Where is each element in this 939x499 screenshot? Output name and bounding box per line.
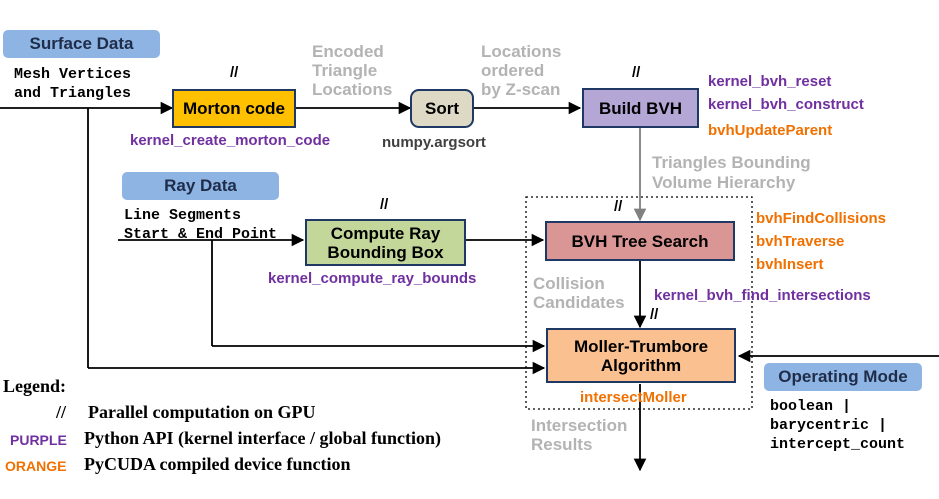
- fn-bvh-traverse: bvhTraverse: [756, 233, 845, 250]
- fn-bvh-insert: bvhInsert: [756, 256, 824, 273]
- morton-code-box: Morton code: [172, 89, 296, 128]
- ordered-label-3: by Z-scan: [481, 80, 561, 99]
- fn-intersect-moller: intersectMoller: [580, 389, 687, 406]
- fn-bvh-update-parent: bvhUpdateParent: [708, 122, 833, 139]
- compute-ray-bounds-box: Compute Ray Bounding Box: [305, 219, 466, 266]
- mesh-input-line1: Mesh Vertices: [14, 66, 132, 83]
- sort-box: Sort: [410, 89, 474, 128]
- sort-label: Sort: [425, 99, 459, 118]
- fn-kernel-compute-ray-bounds: kernel_compute_ray_bounds: [268, 270, 477, 287]
- fn-bvh-find-collisions: bvhFindCollisions: [756, 210, 886, 227]
- encoded-label-1: Encoded: [312, 42, 384, 61]
- ray-data-tag: Ray Data: [122, 172, 279, 200]
- fn-kernel-create-morton-code: kernel_create_morton_code: [130, 132, 331, 149]
- fn-kernel-bvh-reset: kernel_bvh_reset: [708, 73, 832, 90]
- operating-mode-tag: Operating Mode: [764, 363, 922, 391]
- moller-trumbore-box: Moller-Trumbore Algorithm: [546, 328, 736, 383]
- tri-bvh-label-1: Triangles Bounding: [652, 153, 811, 172]
- mode-option-line1: boolean |: [770, 398, 852, 415]
- encoded-label-2: Triangle: [312, 61, 378, 80]
- morton-code-label: Morton code: [183, 99, 285, 118]
- legend-purple-key: PURPLE: [10, 432, 67, 448]
- moller-trumbore-label-2: Algorithm: [600, 355, 682, 375]
- bvh-tree-search-label: BVH Tree Search: [571, 231, 709, 251]
- compute-ray-bounds-label-2: Bounding Box: [327, 242, 444, 262]
- surface-data-tag: Surface Data: [3, 30, 160, 58]
- parallel-mark-bvh-search: //: [614, 198, 623, 215]
- fn-kernel-bvh-find-intersections: kernel_bvh_find_intersections: [654, 287, 871, 304]
- ray-input-line2: Start & End Point: [124, 226, 278, 243]
- results-label-2: Results: [531, 435, 593, 454]
- mesh-input-line2: and Triangles: [14, 85, 132, 102]
- encoded-label-3: Locations: [312, 80, 393, 99]
- parallel-mark-ray-bounds: //: [380, 196, 389, 213]
- parallel-mark-build-bvh: //: [632, 64, 641, 81]
- moller-trumbore-label-1: Moller-Trumbore: [573, 336, 709, 356]
- compute-ray-bounds-label-1: Compute Ray: [330, 223, 441, 243]
- build-bvh-box: Build BVH: [582, 88, 699, 128]
- fn-kernel-bvh-construct: kernel_bvh_construct: [708, 96, 864, 113]
- ordered-label-2: ordered: [481, 61, 545, 80]
- legend-parallel-key: //: [56, 402, 67, 422]
- mode-option-line3: intercept_count: [770, 436, 906, 453]
- ordered-label-1: Locations: [481, 42, 562, 61]
- legend-orange-desc: PyCUDA compiled device function: [84, 454, 351, 474]
- results-label-1: Intersection: [531, 416, 628, 435]
- bvh-tree-search-box: BVH Tree Search: [545, 221, 735, 261]
- legend-title: Legend:: [3, 376, 66, 396]
- collision-label-2: Candidates: [533, 293, 625, 312]
- ray-input-line1: Line Segments: [124, 207, 242, 224]
- collision-label-1: Collision: [533, 274, 605, 293]
- search-region-dotted: [525, 196, 753, 410]
- mode-option-line2: barycentric |: [770, 417, 888, 434]
- legend-purple-desc: Python API (kernel interface / global fu…: [84, 428, 441, 448]
- parallel-mark-moller: //: [650, 306, 659, 323]
- fn-numpy-argsort: numpy.argsort: [382, 134, 486, 151]
- tri-bvh-label-2: Volume Hierarchy: [652, 173, 796, 192]
- parallel-mark-morton: //: [230, 64, 239, 81]
- legend-orange-key: ORANGE: [5, 458, 67, 474]
- build-bvh-label: Build BVH: [598, 98, 683, 118]
- legend-parallel-desc: Parallel computation on GPU: [88, 402, 316, 422]
